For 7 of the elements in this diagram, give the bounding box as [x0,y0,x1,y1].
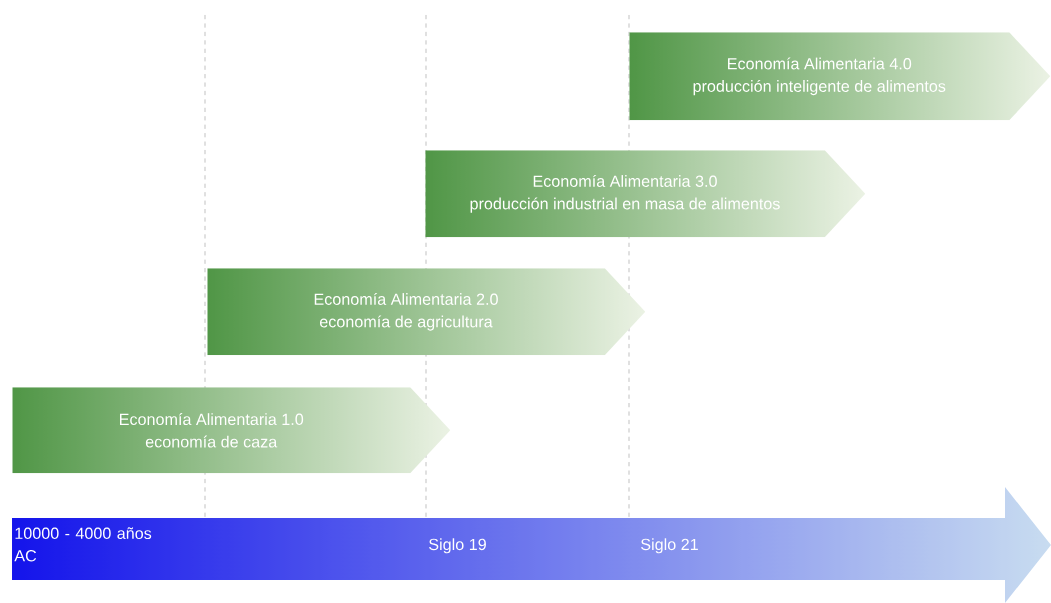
stage-arrow: Economía Alimentaria 1.0 economía de caza [120,413,304,448]
stage-arrow: Economía Alimentaria 2.0 economía de agricultura [314,292,498,331]
stage-arrow: Economía Alimentaria 3.0 producción industrial en masa de alimentos [470,174,780,213]
timeline-label: Siglo 21 [641,538,698,554]
stage-arrow: Economía Alimentaria 4.0 producción inteligente de alimentos [693,57,946,96]
timeline-label: 10000 - 4000 años AC [14,527,152,562]
timeline-label: Siglo 19 [429,538,486,554]
